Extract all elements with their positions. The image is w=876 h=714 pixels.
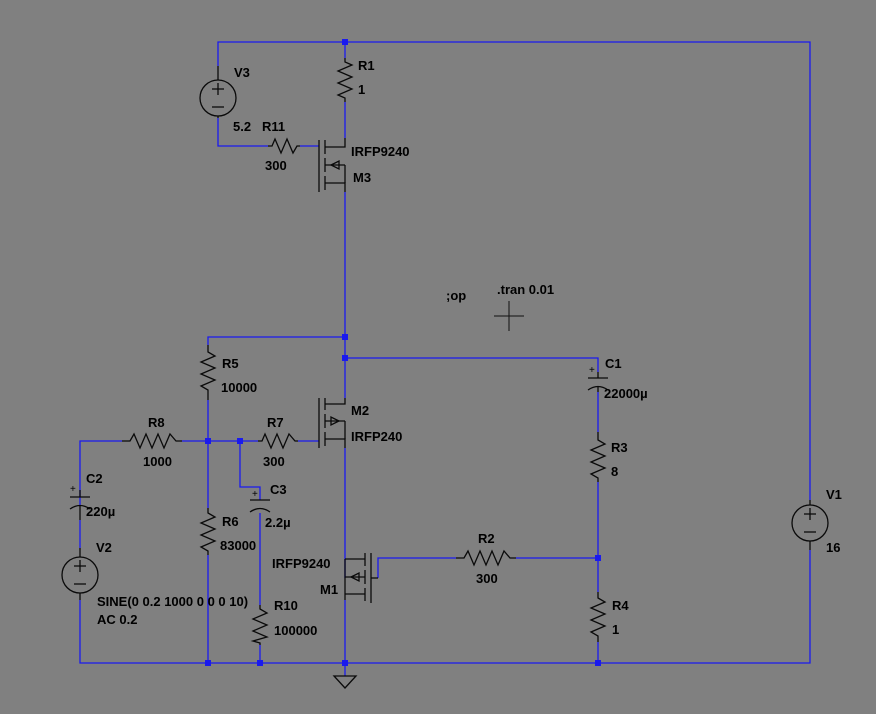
wire-node-r5: [207, 336, 345, 345]
label-r4-value: 1: [612, 622, 619, 637]
resistor-r7[interactable]: [258, 432, 298, 450]
junction-dot: [595, 555, 601, 561]
wire-c2-r8: [79, 440, 122, 505]
junction-dot: [342, 39, 348, 45]
label-v3-value: 5.2: [233, 119, 251, 134]
label-c2-value: 220µ: [86, 504, 115, 519]
junction-dot: [205, 438, 211, 444]
label-r7-name: R7: [267, 415, 284, 430]
capacitor-c2[interactable]: +: [69, 484, 91, 520]
wire-node-c1: [345, 357, 599, 372]
label-r8-value: 1000: [143, 454, 172, 469]
directive-op[interactable]: ;op: [446, 288, 466, 303]
label-c1-name: C1: [605, 356, 622, 371]
mosfet-m3[interactable]: [318, 138, 346, 192]
label-m3-model: IRFP9240: [351, 144, 410, 159]
label-v1-value: 16: [826, 540, 840, 555]
label-c2-name: C2: [86, 471, 103, 486]
label-c3-value: 2.2µ: [265, 515, 291, 530]
resistor-r1[interactable]: [336, 58, 354, 102]
label-m1-name: M1: [320, 582, 338, 597]
label-c3-name: C3: [270, 482, 287, 497]
label-r2-name: R2: [478, 531, 495, 546]
resistor-r10[interactable]: [250, 605, 269, 645]
label-m2-name: M2: [351, 403, 369, 418]
label-r10-value: 100000: [274, 623, 317, 638]
resistor-r8[interactable]: [122, 432, 182, 450]
label-r11-name: R11: [262, 119, 285, 134]
resistor-r2[interactable]: [456, 549, 516, 567]
svg-text:+: +: [70, 484, 76, 495]
junction-dot: [595, 660, 601, 666]
label-m1-model: IRFP9240: [272, 556, 331, 571]
mosfet-m2[interactable]: [318, 398, 346, 448]
label-r6-name: R6: [222, 514, 239, 529]
label-r1-value: 1: [358, 82, 365, 97]
wire-top-rail: [217, 41, 811, 500]
label-v2-name: V2: [96, 540, 112, 555]
wire-v3-r11: [217, 118, 268, 147]
junction-dot: [237, 438, 243, 444]
wire-c3: [239, 441, 261, 500]
label-r5-value: 10000: [221, 380, 257, 395]
label-m3-name: M3: [353, 170, 371, 185]
junction-dot: [205, 660, 211, 666]
resistor-r5[interactable]: [199, 345, 217, 400]
label-r3-name: R3: [611, 440, 628, 455]
voltage-source-v2[interactable]: [61, 548, 99, 600]
mosfet-m1[interactable]: [344, 553, 378, 603]
labels: V3 5.2 R1 1 R11 300 IRFP9240 M3 ;op .tra…: [86, 58, 842, 638]
label-r6-value: 83000: [220, 538, 256, 553]
label-r10-name: R10: [274, 598, 298, 613]
label-v2-value: SINE(0 0.2 1000 0 0 0 10): [97, 594, 248, 609]
svg-text:+: +: [589, 365, 595, 376]
resistor-r11[interactable]: [268, 137, 300, 155]
label-v2-ac: AC 0.2: [97, 612, 137, 627]
label-r11-value: 300: [265, 158, 287, 173]
voltage-source-v1[interactable]: [791, 500, 829, 550]
voltage-source-v3[interactable]: [199, 66, 237, 118]
label-r7-value: 300: [263, 454, 285, 469]
label-r4-name: R4: [612, 598, 629, 613]
wires: [79, 41, 811, 676]
resistor-r4[interactable]: [589, 592, 607, 642]
capacitor-c1[interactable]: +: [587, 365, 609, 392]
label-v1-name: V1: [826, 487, 842, 502]
junction-dot: [342, 355, 348, 361]
junction-dot: [342, 334, 348, 340]
label-r3-value: 8: [611, 464, 618, 479]
capacitor-c3[interactable]: +: [249, 489, 271, 513]
crosshair-cursor-icon: [494, 301, 524, 331]
junctions: [205, 39, 601, 666]
label-r5-name: R5: [222, 356, 239, 371]
label-r2-value: 300: [476, 571, 498, 586]
svg-text:+: +: [252, 489, 258, 500]
wire-ground-rail: [79, 550, 811, 664]
junction-dot: [257, 660, 263, 666]
resistor-r3[interactable]: [589, 432, 607, 482]
label-c1-value: 22000µ: [604, 386, 648, 401]
ground-symbol: [332, 675, 358, 689]
resistor-r6[interactable]: [199, 508, 217, 555]
label-v3-name: V3: [234, 65, 250, 80]
label-r1-name: R1: [358, 58, 375, 73]
label-r8-name: R8: [148, 415, 165, 430]
directive-tran[interactable]: .tran 0.01: [497, 282, 554, 297]
label-m2-model: IRFP240: [351, 429, 402, 444]
wire-m1-r2: [377, 557, 456, 578]
junction-dot: [342, 660, 348, 666]
